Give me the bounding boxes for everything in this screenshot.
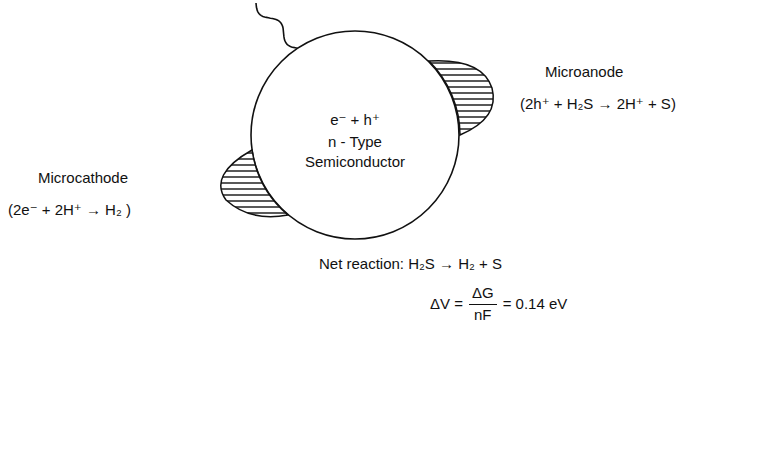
node-outline: [420, 50, 510, 150]
hatched-patch: [429, 61, 493, 135]
voltage-equation: ΔV =: [430, 294, 463, 314]
voltage-equation: = 0.14 eV: [503, 294, 568, 314]
hatched-patch: [221, 150, 288, 217]
net-reaction: Net reaction: H₂S → H₂ + S: [319, 254, 502, 274]
voltage-equation: nF: [474, 305, 492, 325]
carrier-label: e⁻ + h⁺: [250, 110, 460, 130]
electrode-name: Microanode: [545, 62, 623, 82]
electrode-reaction: (2h⁺ + H₂S → 2H⁺ + S): [520, 94, 676, 114]
particle-outline: [251, 31, 459, 239]
semiconductor-label: n - Type Semiconductor: [295, 132, 415, 172]
voltage-equation: ΔG: [472, 283, 494, 303]
electrode-reaction: (2e⁻ + 2H⁺ → H₂ ): [8, 200, 131, 220]
node-outline: [210, 140, 290, 220]
microanode-patch: Microanode(2h⁺ + H₂S → 2H⁺ + S): [420, 50, 510, 150]
microcathode-patch: Microcathode(2e⁻ + 2H⁺ → H₂ ): [210, 140, 290, 220]
fraction-bar: [469, 304, 497, 305]
electrode-name: Microcathode: [38, 168, 128, 188]
